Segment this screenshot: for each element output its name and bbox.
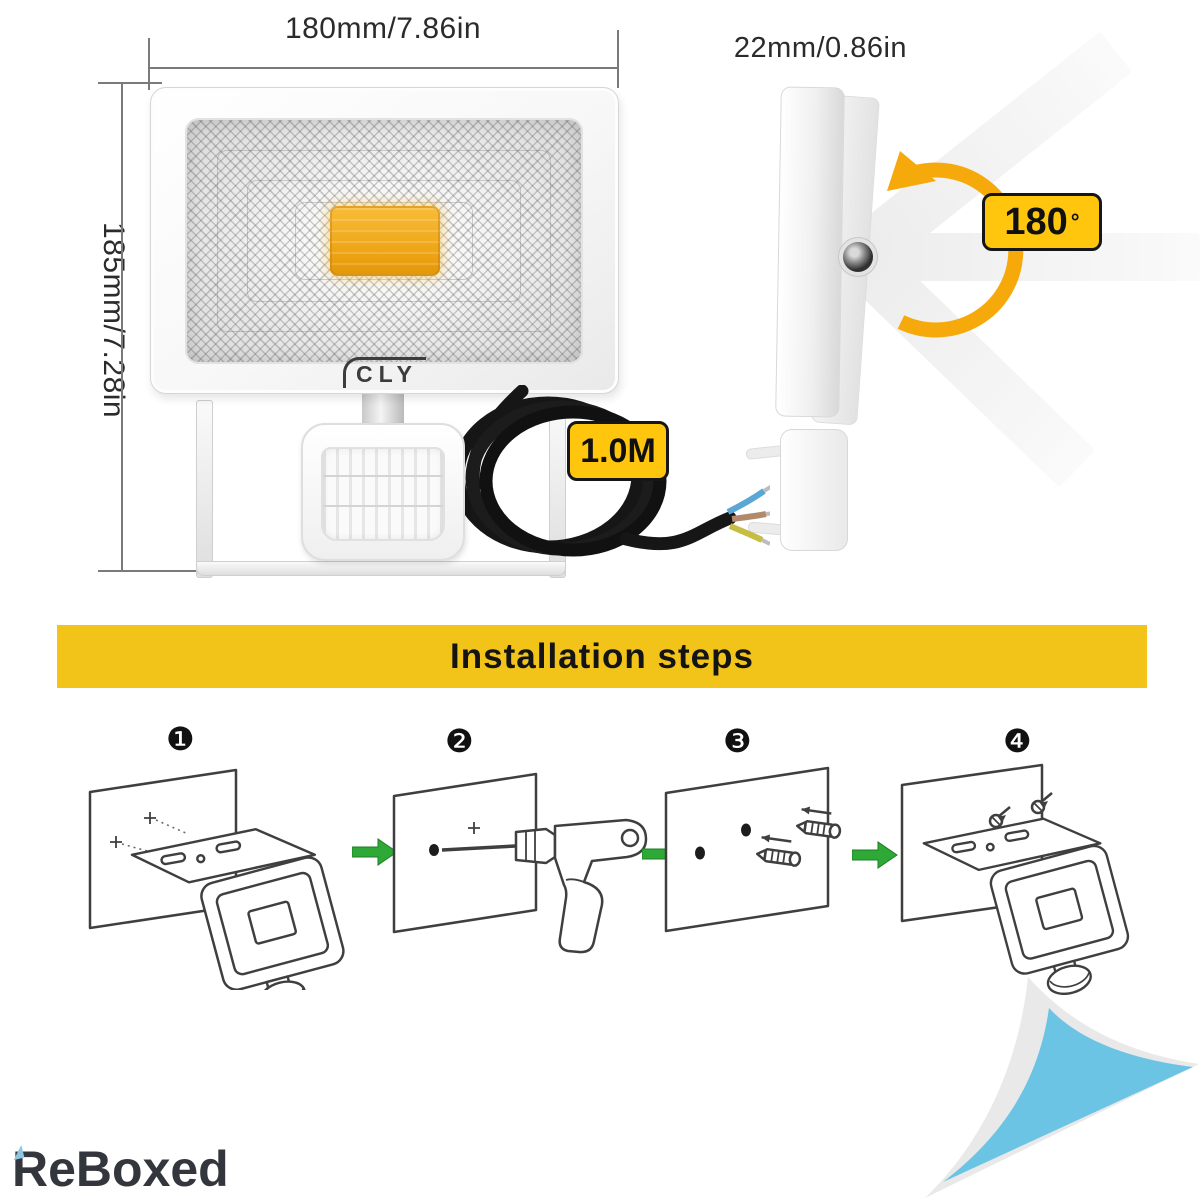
dimension-height-tick-bottom xyxy=(98,570,238,572)
wire-brown xyxy=(731,511,767,522)
step-1-illustration xyxy=(88,768,356,990)
degree-symbol: ° xyxy=(1070,209,1080,234)
rotation-arrow-icon xyxy=(887,151,1024,338)
step-1-number: ❶ xyxy=(166,721,195,757)
pir-lens-line xyxy=(323,505,443,507)
rotation-angle-badge: 180 ° xyxy=(982,193,1102,251)
sensor-stem xyxy=(362,391,404,429)
dimension-width-tick-left xyxy=(148,38,150,90)
step-2-illustration xyxy=(392,772,648,954)
floodlight-side-view: 180 ° xyxy=(740,31,1200,615)
installation-banner: Installation steps xyxy=(57,625,1147,688)
step-3-illustration xyxy=(664,766,843,933)
cable-length-badge: 1.0M xyxy=(567,421,669,481)
wire-earth xyxy=(728,523,764,543)
dimension-width-line xyxy=(148,67,618,69)
screw-icon xyxy=(1030,792,1053,815)
reflector-ring xyxy=(295,202,473,280)
reflector-ring xyxy=(247,180,521,302)
reboxed-logo: ReBoxed xyxy=(12,1141,229,1197)
pir-lens-line xyxy=(323,475,443,477)
power-cable xyxy=(451,385,770,557)
dimension-depth-label: 22mm/0.86in xyxy=(733,32,908,64)
step-3-number: ❸ xyxy=(723,723,752,759)
screw-icon xyxy=(988,806,1011,829)
step-4-number: ❹ xyxy=(1003,723,1032,759)
pir-motion-sensor xyxy=(301,423,465,561)
mounting-bracket-bottom-bar xyxy=(196,561,566,576)
step-2-number: ❷ xyxy=(445,723,474,759)
page-curl-decoration xyxy=(925,977,1199,1198)
brand-logo: CLY xyxy=(151,357,618,388)
rotation-angle-value: 180 xyxy=(1004,200,1068,243)
reflector xyxy=(185,118,583,364)
installation-banner-title: Installation steps xyxy=(450,636,754,676)
dimension-height-label: 185mm/7.28in xyxy=(97,222,130,419)
pivot-screw xyxy=(843,242,873,272)
wire-blue xyxy=(726,488,766,515)
side-view-sensor xyxy=(780,429,848,551)
dimension-width-label: 180mm/7.86in xyxy=(284,12,482,45)
cable-length-text: 1.0M xyxy=(580,431,656,470)
reflector-ring xyxy=(217,150,551,332)
pir-sensor-lens xyxy=(321,447,445,541)
mounting-bracket-left-leg xyxy=(196,400,213,578)
dimension-height-tick-top xyxy=(98,82,162,84)
dimension-width-tick-right xyxy=(617,30,619,88)
floodlight-front-view: CLY xyxy=(150,87,619,394)
cob-led-chip xyxy=(330,206,440,276)
dimension-height-line xyxy=(121,82,123,571)
brand-logo-text: CLY xyxy=(343,357,426,388)
step-4-illustration xyxy=(900,763,1140,995)
